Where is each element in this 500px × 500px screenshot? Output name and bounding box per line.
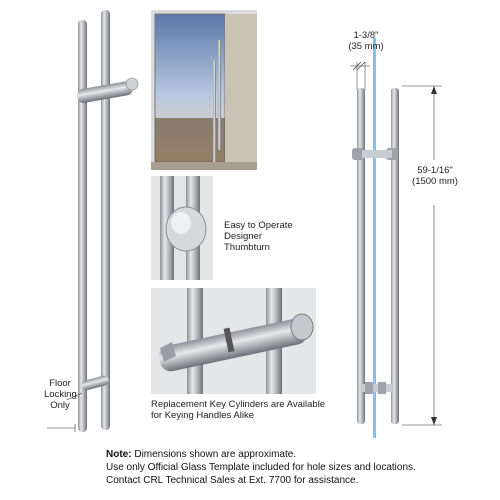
note-text-1: Dimensions shown are approximate. (131, 449, 297, 460)
width-dimension-label: 1-3/8" (35 mm) (346, 30, 386, 52)
floor-locking-line-2: Locking (44, 389, 77, 400)
length-imperial: 59-1/16" (417, 165, 453, 176)
floor-locking-line-1: Floor (49, 378, 71, 389)
length-dimension-label: 59-1/16" (1500 mm) (410, 165, 460, 187)
notes-block: Note: Dimensions shown are approximate. … (106, 448, 416, 487)
note-label: Note: (106, 449, 132, 460)
key-cylinder-line-2: for Keying Handles Alike (151, 410, 254, 421)
length-metric: (1500 mm) (412, 176, 458, 187)
width-metric: (35 mm) (348, 41, 384, 52)
note-line-2: Use only Official Glass Template include… (106, 462, 416, 473)
width-imperial: 1-3/8" (353, 30, 379, 41)
thumbturn-callout-line-1: Easy to Operate (224, 220, 293, 231)
thumbturn-callout-line-2: Designer (224, 231, 263, 242)
thumbturn-photo (151, 176, 213, 280)
note-line-1: Note: Dimensions shown are approximate. (106, 448, 416, 461)
dimension-drawing (350, 38, 442, 438)
door-photo (151, 10, 257, 170)
note-line-3: Contact CRL Technical Sales at Ext. 7700… (106, 475, 359, 486)
ladder-pull-handle-left (77, 10, 139, 432)
key-cylinder-line-1: Replacement Key Cylinders are Available (151, 399, 326, 410)
thumbturn-callout: Easy to Operate Designer Thumbturn (224, 220, 293, 253)
thumbturn-callout-line-3: Thumbturn (224, 242, 270, 253)
floor-locking-line-3: Only (50, 400, 70, 411)
floor-locking-callout: Floor Locking Only (44, 378, 77, 411)
key-cylinder-photo (151, 288, 316, 394)
key-cylinder-callout: Replacement Key Cylinders are Available … (151, 399, 325, 421)
